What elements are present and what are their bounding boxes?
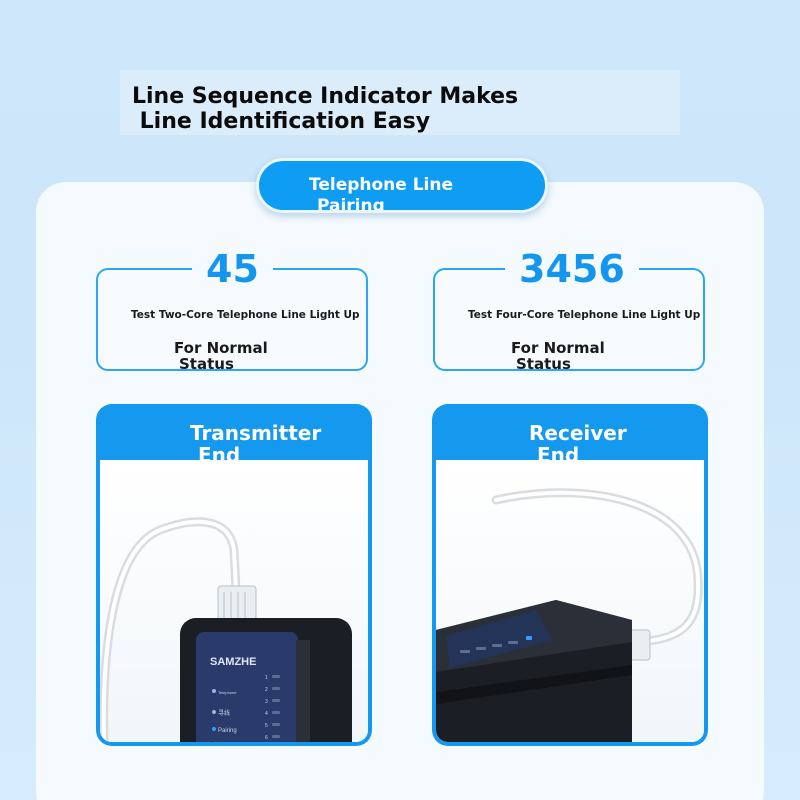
stat-number: 3456: [505, 248, 639, 290]
stat-status-line-1: For Normal: [511, 339, 605, 357]
stat-description: Test Four-Core Telephone Line Light Up: [468, 309, 701, 321]
port-number: 5: [265, 723, 268, 729]
stat-number: 45: [192, 248, 273, 290]
port-number: 3: [265, 699, 268, 705]
stat-box-two-core: 45 Test Two-Core Telephone Line Light Up…: [96, 248, 368, 372]
headline-line-1: Line Sequence Indicator Makes: [132, 84, 519, 109]
card-title-line-1: Transmitter: [190, 421, 322, 445]
stat-status-line-1: For Normal: [174, 339, 268, 357]
receiver-photo: [436, 460, 704, 742]
port-number: 2: [265, 687, 268, 693]
transmitter-photo: SAMZHE Telephone 寻线 Pairing 切换 1 2 3 4 5…: [100, 460, 368, 742]
switch-button-icon: [207, 740, 217, 742]
device-label-pairing: Pairing: [218, 728, 237, 734]
port-number: 4: [265, 711, 268, 717]
stat-status-line-2: Status: [516, 355, 571, 373]
headline: Line Sequence Indicator Makes Line Ident…: [132, 84, 518, 134]
device-label-trace: 寻线: [218, 709, 230, 717]
card-title-line-1: Receiver: [529, 421, 627, 445]
headline-band: [120, 70, 680, 135]
transmitter-device-illustration: SAMZHE Telephone 寻线 Pairing 切换 1 2 3 4 5…: [100, 460, 368, 742]
device-label-telephone: Telephone: [218, 690, 237, 695]
section-pill-line-2: Pairing: [317, 196, 385, 213]
receiver-device-illustration: [436, 460, 704, 742]
transmitter-card: Transmitter End SAMZHE: [96, 404, 372, 746]
section-pill: Telephone Line Pairing: [256, 158, 548, 213]
port-number: 6: [265, 735, 268, 741]
section-pill-line-1: Telephone Line: [309, 175, 454, 195]
stat-status: For Normal Status: [511, 340, 631, 372]
headline-line-2: Line Identification Easy: [132, 109, 431, 134]
section-pill-label: Telephone Line Pairing: [309, 175, 509, 213]
device-brand: SAMZHE: [210, 656, 256, 668]
port-indicator-list: 1 2 3 4 5 6 7 8: [265, 675, 268, 741]
stat-description: Test Two-Core Telephone Line Light Up: [131, 309, 360, 321]
stat-status-line-2: Status: [179, 355, 234, 373]
stat-box-four-core: 3456 Test Four-Core Telephone Line Light…: [433, 248, 705, 372]
receiver-card: Receiver End: [432, 404, 708, 746]
stat-status: For Normal Status: [174, 340, 294, 372]
port-number: 1: [265, 675, 268, 681]
